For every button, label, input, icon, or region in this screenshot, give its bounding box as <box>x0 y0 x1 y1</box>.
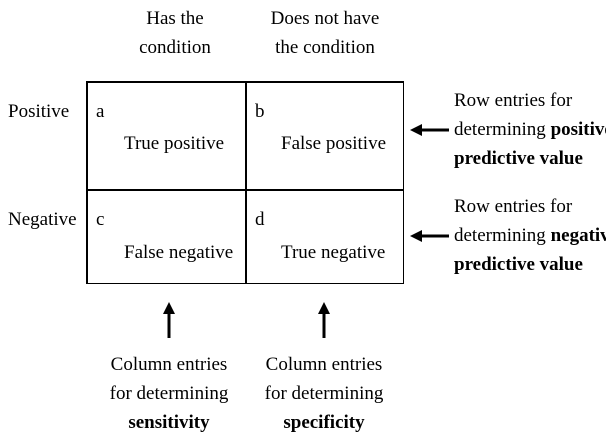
note-sensitivity: Column entries for determining sensitivi… <box>104 350 234 437</box>
column-header-has-line1: Has the <box>146 8 204 29</box>
note-sensitivity-line2: for determining <box>109 383 229 404</box>
arrow-left-npv-icon <box>410 230 449 242</box>
grid-divider-horizontal <box>86 189 404 191</box>
cell-b-letter: b <box>255 101 265 122</box>
arrow-left-ppv-icon <box>410 124 449 136</box>
note-ppv-line1: Row entries for <box>454 90 573 111</box>
note-npv-line2-prefix: determining <box>454 225 551 246</box>
contingency-table: a True positive b False positive c False… <box>86 81 404 284</box>
note-npv-line2: determining negative <box>454 221 606 250</box>
note-sensitivity-line1: Column entries <box>110 354 228 375</box>
column-header-not-line2: the condition <box>275 37 375 58</box>
note-specificity-line3: specificity <box>283 412 365 433</box>
column-header-has-condition: Has the condition <box>110 4 240 62</box>
cell-d-letter: d <box>255 209 265 230</box>
row-header-negative: Negative <box>8 209 77 230</box>
note-specificity-line1: Column entries <box>265 354 383 375</box>
grid-border-right <box>402 81 404 284</box>
note-ppv-line2-prefix: determining <box>454 119 551 140</box>
note-npv-line3: predictive value <box>454 254 583 275</box>
column-header-has-line2: condition <box>139 37 211 58</box>
column-header-not-line1: Does not have <box>270 8 380 29</box>
cell-c-label: False negative <box>124 242 234 263</box>
grid-border-left <box>86 81 88 284</box>
cell-a-letter: a <box>96 101 105 122</box>
row-header-positive: Positive <box>8 101 70 122</box>
note-sensitivity-line3: sensitivity <box>128 412 210 433</box>
note-specificity: Column entries for determining specifici… <box>259 350 389 437</box>
note-npv-line1: Row entries for <box>454 196 573 217</box>
note-negative-predictive-value: Row entries for determining negative pre… <box>454 192 606 279</box>
note-ppv-line2: determining positive <box>454 115 606 144</box>
grid-divider-vertical <box>245 81 247 284</box>
cell-d-label: True negative <box>281 242 386 263</box>
cell-b-label: False positive <box>281 133 387 154</box>
arrow-up-sensitivity-icon <box>163 302 175 338</box>
column-header-no-condition: Does not have the condition <box>255 4 395 62</box>
arrow-up-specificity-icon <box>318 302 330 338</box>
cell-a-label: True positive <box>124 133 225 154</box>
cell-c-letter: c <box>96 209 105 230</box>
note-positive-predictive-value: Row entries for determining positive pre… <box>454 86 606 173</box>
note-ppv-line2-bold: positive <box>550 119 606 140</box>
note-ppv-line3: predictive value <box>454 148 583 169</box>
note-specificity-line2: for determining <box>264 383 384 404</box>
note-npv-line2-bold: negative <box>550 225 606 246</box>
